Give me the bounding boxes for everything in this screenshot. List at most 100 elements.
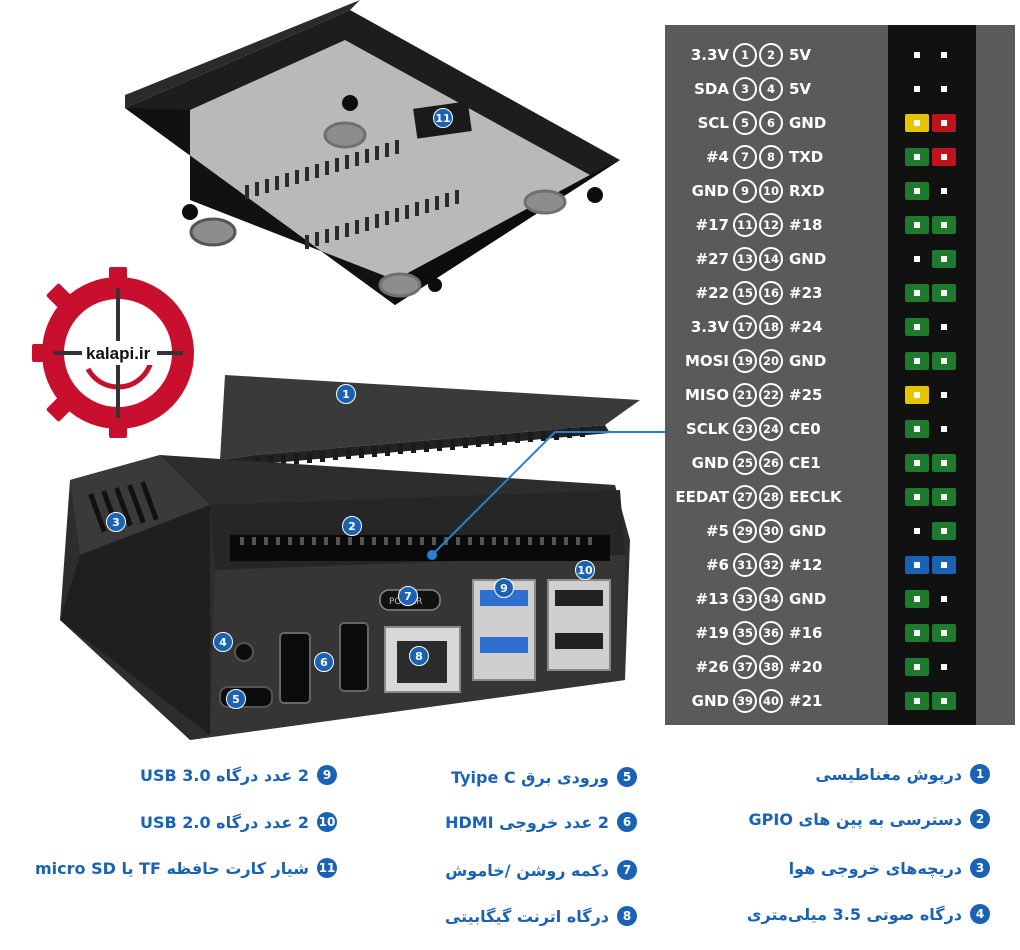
gpio-pin-square <box>932 522 956 540</box>
gpio-pin-square <box>905 522 929 540</box>
gpio-pin-number: 14 <box>759 247 783 271</box>
gpio-pin-left-label: #22 <box>695 284 729 302</box>
gpio-pin-number: 38 <box>759 655 783 679</box>
gpio-pin-number: 39 <box>733 689 757 713</box>
legend-label: دریچه‌های خروجی هوا <box>788 858 962 878</box>
legend-item-4: 4 درگاه صوتی 3.5 میلی‌متری <box>747 901 990 927</box>
gpio-pin-number: 5 <box>733 111 757 135</box>
gpio-pin-left-label: #19 <box>695 624 729 642</box>
legend-number: 1 <box>970 764 990 784</box>
gpio-pin-pair <box>905 352 957 370</box>
legend-label: 2 عدد خروجی HDMI <box>445 812 609 832</box>
gpio-pin-right-label: CE0 <box>789 420 821 438</box>
legend-item-8: 8 درگاه اترنت گیگابیتی <box>445 903 637 929</box>
gpio-pin-number: 2 <box>759 43 783 67</box>
gpio-pin-number: 28 <box>759 485 783 509</box>
gpio-pin-right-label: #20 <box>789 658 823 676</box>
gpio-pin-square <box>932 80 956 98</box>
gpio-pin-pair <box>905 590 957 608</box>
gpio-pin-number: 21 <box>733 383 757 407</box>
legend-label: شیار کارت حافظه TF یا micro SD <box>34 858 309 878</box>
gpio-pin-number: 23 <box>733 417 757 441</box>
gpio-pin-square <box>905 250 929 268</box>
gpio-pin-square <box>932 46 956 64</box>
gpio-pin-square <box>905 46 929 64</box>
gpio-pin-square <box>932 556 956 574</box>
gpio-pin-square <box>932 148 956 166</box>
gpio-pin-left-label: MISO <box>684 386 729 404</box>
legend-label: دسترسی به پین های GPIO <box>748 809 962 829</box>
legend-item-1: 1 درپوش مغناطیسی <box>815 761 990 787</box>
gpio-pin-right-label: #12 <box>789 556 823 574</box>
connector-line <box>427 431 665 560</box>
gpio-pin-right-label: 5V <box>789 80 812 98</box>
gpio-pin-pair <box>905 386 957 404</box>
gpio-pin-number: 10 <box>759 179 783 203</box>
gpio-pin-left-label: #4 <box>705 148 729 166</box>
gpio-pin-number: 19 <box>733 349 757 373</box>
gpio-pin-square <box>905 590 929 608</box>
logo-text: kalapi.ir <box>86 344 151 363</box>
gpio-pin-right-label: 5V <box>789 46 812 64</box>
legend-label: درگاه صوتی 3.5 میلی‌متری <box>746 904 962 924</box>
gpio-pin-left-label: #13 <box>695 590 729 608</box>
gpio-pin-right-label: GND <box>789 352 827 370</box>
case-main-illustration: POWER <box>60 375 640 740</box>
gpio-pin-square <box>932 386 956 404</box>
gpio-pin-square <box>905 420 929 438</box>
legend-item-6: 6 2 عدد خروجی HDMI <box>445 809 637 835</box>
gpio-pin-pair <box>905 80 957 98</box>
gpio-pin-number: 17 <box>733 315 757 339</box>
callout-2: 2 <box>342 516 362 536</box>
gpio-pin-left-label: #6 <box>705 556 729 574</box>
gpio-pin-square <box>905 556 929 574</box>
legend-number: 2 <box>970 809 990 829</box>
gpio-pin-left-label: #5 <box>705 522 729 540</box>
gpio-pin-pair <box>905 148 957 166</box>
gpio-pin-square <box>932 284 956 302</box>
callout-1: 1 <box>336 384 356 404</box>
gpio-pin-left-label: MOSI <box>684 352 729 370</box>
gpio-pin-right-label: GND <box>789 250 827 268</box>
legend-item-3: 3 دریچه‌های خروجی هوا <box>789 855 990 881</box>
gpio-pin-square <box>905 114 929 132</box>
gpio-pin-pair <box>905 488 957 506</box>
gpio-pin-number: 16 <box>759 281 783 305</box>
callout-10: 10 <box>575 560 595 580</box>
gpio-pin-number: 32 <box>759 553 783 577</box>
gpio-pin-square <box>905 658 929 676</box>
legend-item-5: 5 ورودی برق Tyipe C <box>451 764 637 790</box>
gpio-pin-right-label: TXD <box>789 148 824 166</box>
gpio-pin-number: 26 <box>759 451 783 475</box>
gpio-pin-square <box>905 386 929 404</box>
gpio-pin-pair <box>905 692 957 710</box>
gpio-pin-pair <box>905 46 957 64</box>
gpio-pin-number: 8 <box>759 145 783 169</box>
gpio-pin-number: 3 <box>733 77 757 101</box>
gpio-pin-number: 29 <box>733 519 757 543</box>
callout-5: 5 <box>226 689 246 709</box>
gpio-pin-square <box>932 658 956 676</box>
gpio-pin-square <box>932 182 956 200</box>
gpio-pin-left-label: #26 <box>695 658 729 676</box>
gpio-pin-number: 13 <box>733 247 757 271</box>
gpio-pin-square <box>932 454 956 472</box>
gpio-pin-right-label: RXD <box>789 182 825 200</box>
gpio-pin-square <box>932 114 956 132</box>
legend-number: 7 <box>617 860 637 880</box>
gpio-pin-pair <box>905 556 957 574</box>
gpio-pin-square <box>905 148 929 166</box>
gpio-pin-right-label: GND <box>789 590 827 608</box>
legend-item-11: 11 شیار کارت حافظه TF یا micro SD <box>35 855 337 881</box>
gpio-pin-left-label: SCL <box>697 114 729 132</box>
